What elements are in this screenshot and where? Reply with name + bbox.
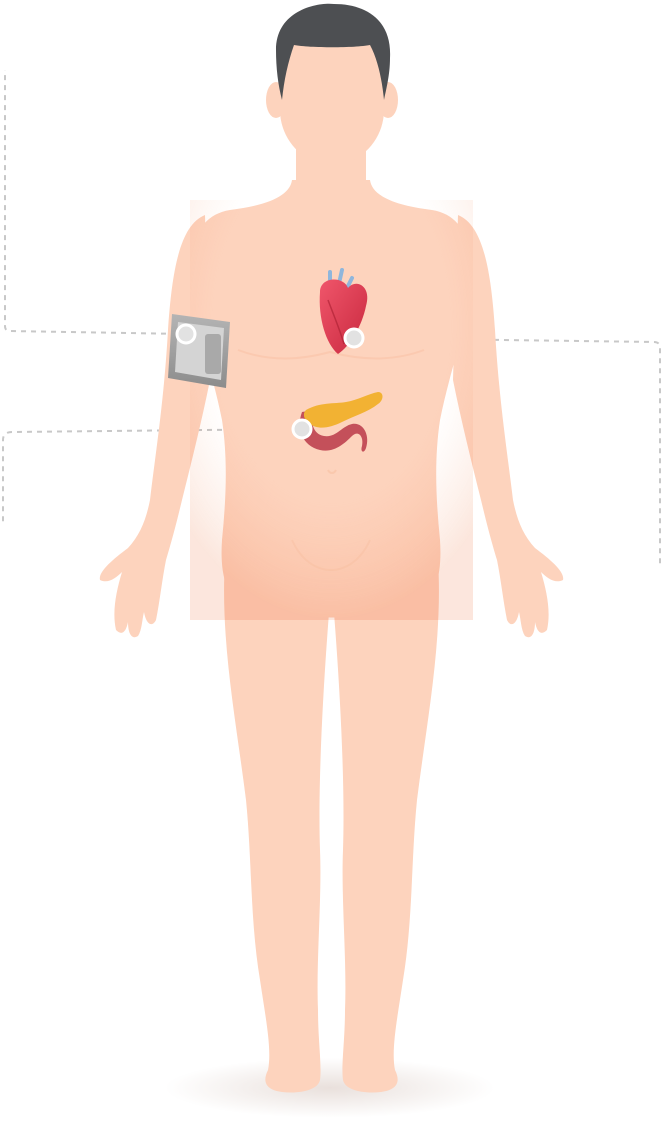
leader-line-heart <box>353 337 661 565</box>
pancreas-icon <box>299 392 383 452</box>
heart-shape <box>319 279 368 354</box>
head <box>280 30 384 165</box>
chest-line <box>237 349 425 360</box>
leader-line-cuff <box>4 70 187 335</box>
hotspots <box>175 323 365 440</box>
hip-line <box>291 539 371 571</box>
hotspot-blood-pressure-cuff[interactable] <box>175 323 197 345</box>
right-leg <box>333 560 439 1093</box>
left-leg <box>224 560 330 1093</box>
hotspot-pancreas[interactable] <box>291 418 313 440</box>
heart-icon <box>319 268 368 354</box>
duodenum <box>299 410 368 452</box>
pancreas-body <box>303 392 383 428</box>
hair <box>276 3 391 100</box>
hotspot-heart[interactable] <box>343 327 365 349</box>
human-body <box>99 3 564 1093</box>
leader-lines <box>1 70 661 565</box>
leader-line-pancreas <box>1 428 303 525</box>
ground-shadow <box>165 1058 495 1118</box>
right-arm <box>453 215 564 638</box>
navel <box>327 469 337 474</box>
blood-pressure-cuff-icon <box>168 314 230 388</box>
